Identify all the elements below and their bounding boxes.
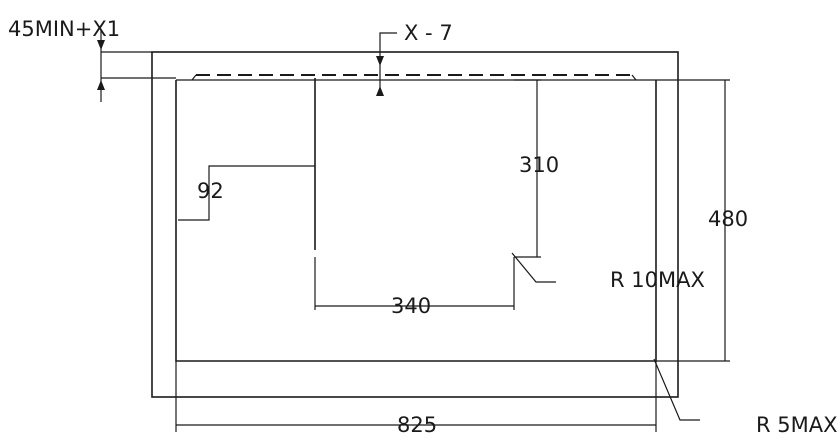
- dim-480-label: 480: [708, 207, 748, 231]
- radius-inner-label: R 10MAX: [610, 268, 705, 292]
- offset-top-arrow-lower: [97, 80, 105, 90]
- offset-top-label: 45MIN+X1: [8, 17, 120, 41]
- offset-x-label: X - 7: [404, 21, 453, 45]
- radius-inner-leader: [511, 252, 556, 283]
- panel-top-corner-left: [191, 74, 197, 81]
- outer-frame: [151, 51, 679, 398]
- main-panel-outline: [175, 80, 657, 362]
- dim-825-label: 825: [397, 413, 437, 437]
- radius-outer-leader: [653, 358, 700, 421]
- dim-340-label: 340: [391, 294, 431, 318]
- offset-x-arrow-up: [376, 56, 384, 66]
- dim-92-leader: [178, 165, 315, 221]
- offset-x-leader: [379, 32, 397, 96]
- radius-outer-label: R 5MAX: [756, 413, 838, 437]
- offset-x-arrow-down: [376, 86, 384, 96]
- dim-310-label: 310: [519, 153, 559, 177]
- panel-top-corner-right: [631, 74, 637, 81]
- dim-92-label: 92: [197, 179, 224, 203]
- offset-top-arrow-upper: [97, 40, 105, 50]
